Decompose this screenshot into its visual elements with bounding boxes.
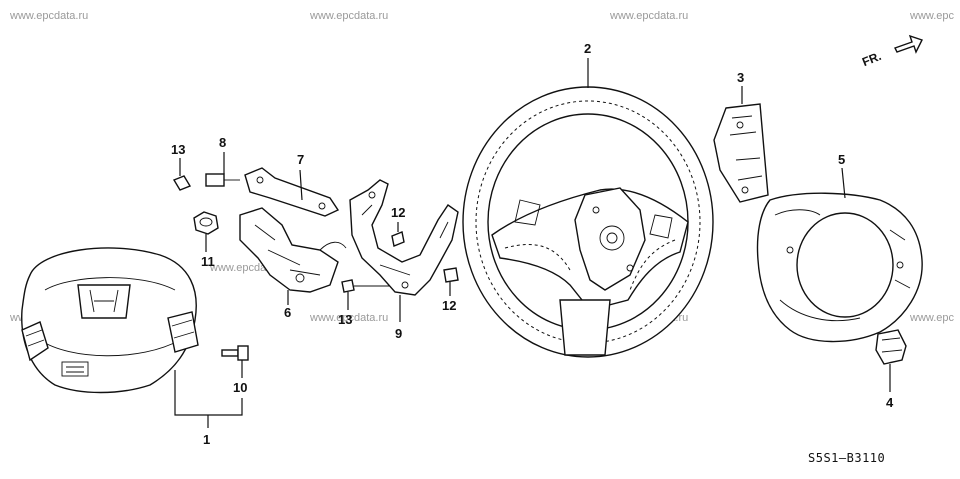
watermark-mid-2: www.epcdata.ru: [310, 312, 389, 324]
watermark-top-2: www.epcdata.ru: [310, 10, 389, 22]
part-switch-bracket-6: [239, 207, 347, 305]
watermark-top-1: www.epcdata.ru: [10, 10, 89, 22]
part-nut-11: [193, 211, 219, 252]
callout-7: 7: [297, 152, 305, 167]
part-bolt-13-lower: [341, 279, 390, 310]
callout-13-upper: 13: [171, 142, 186, 157]
part-clip-4: [875, 329, 907, 392]
part-airbag-module: [21, 247, 199, 394]
part-bolt-12-upper: [391, 222, 405, 247]
callout-1-bracket: [174, 370, 243, 428]
callout-4: 4: [886, 395, 894, 410]
diagram-code: S5S1—B3110: [808, 451, 886, 465]
callout-3: 3: [737, 70, 745, 85]
callout-10: 10: [233, 380, 248, 395]
callout-9: 9: [395, 326, 403, 341]
callout-11: 11: [201, 254, 215, 269]
callout-2: 2: [584, 41, 592, 56]
callout-12-upper: 12: [391, 205, 406, 220]
watermark-top-4: www.epc: [910, 10, 955, 22]
watermark-top-3: www.epcdata.ru: [610, 10, 689, 22]
part-bolt-12-lower: [443, 267, 459, 296]
part-bracket-9: [349, 179, 459, 322]
callout-1: 1: [203, 432, 211, 447]
part-screw-10: [221, 345, 249, 378]
callout-5: 5: [838, 152, 846, 167]
callout-6: 6: [284, 305, 292, 320]
callout-8: 8: [219, 135, 227, 150]
callout-13-lower: 13: [338, 312, 353, 327]
part-bolt-13-upper: [172, 158, 192, 191]
part-rear-cover-5: [756, 167, 923, 343]
part-bracket-7: [244, 167, 340, 217]
part-steering-wheel: [462, 58, 714, 358]
part-screw-8: [205, 152, 240, 187]
front-direction-arrow: [894, 34, 923, 54]
callout-12-lower: 12: [442, 298, 457, 313]
watermark-mid-4: www.epc: [910, 312, 955, 324]
part-switch-cover-3: [713, 86, 769, 203]
